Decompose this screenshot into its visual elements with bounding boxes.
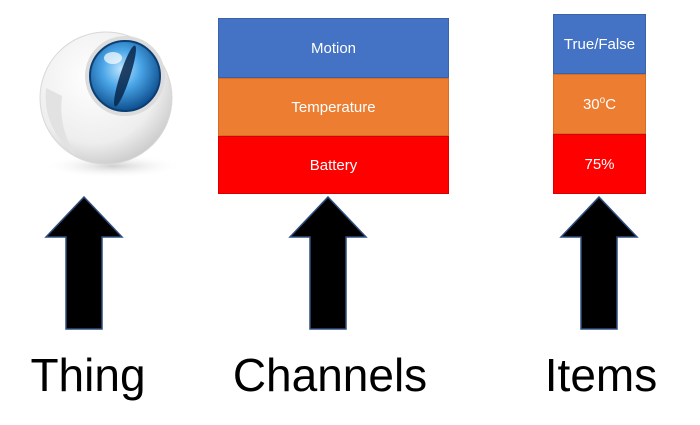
thing-label: Thing xyxy=(30,349,146,401)
item-motion-value: True/False xyxy=(563,35,636,53)
item-battery: 75% xyxy=(553,134,646,194)
channel-temperature-label: Temperature xyxy=(291,98,376,116)
item-motion: True/False xyxy=(553,14,646,74)
channel-temperature: Temperature xyxy=(218,78,449,136)
channel-motion-label: Motion xyxy=(310,39,357,57)
up-arrow-icon xyxy=(44,195,124,330)
channel-battery: Battery xyxy=(218,136,449,194)
item-temperature-value: 30oC xyxy=(583,95,616,113)
channel-battery-label: Battery xyxy=(309,156,358,174)
up-arrow-icon xyxy=(288,195,368,330)
item-temperature-unit: C xyxy=(605,96,617,113)
item-temperature-degree: o xyxy=(599,95,606,106)
up-arrow-icon xyxy=(559,195,639,330)
item-temperature: 30oC xyxy=(553,74,646,134)
motion-sensor-icon xyxy=(39,31,183,178)
channel-motion: Motion xyxy=(218,18,449,78)
item-battery-value: 75% xyxy=(584,155,615,173)
channels-label: Channels xyxy=(232,349,428,401)
item-temperature-number: 30 xyxy=(582,96,600,113)
items-label: Items xyxy=(544,349,658,401)
